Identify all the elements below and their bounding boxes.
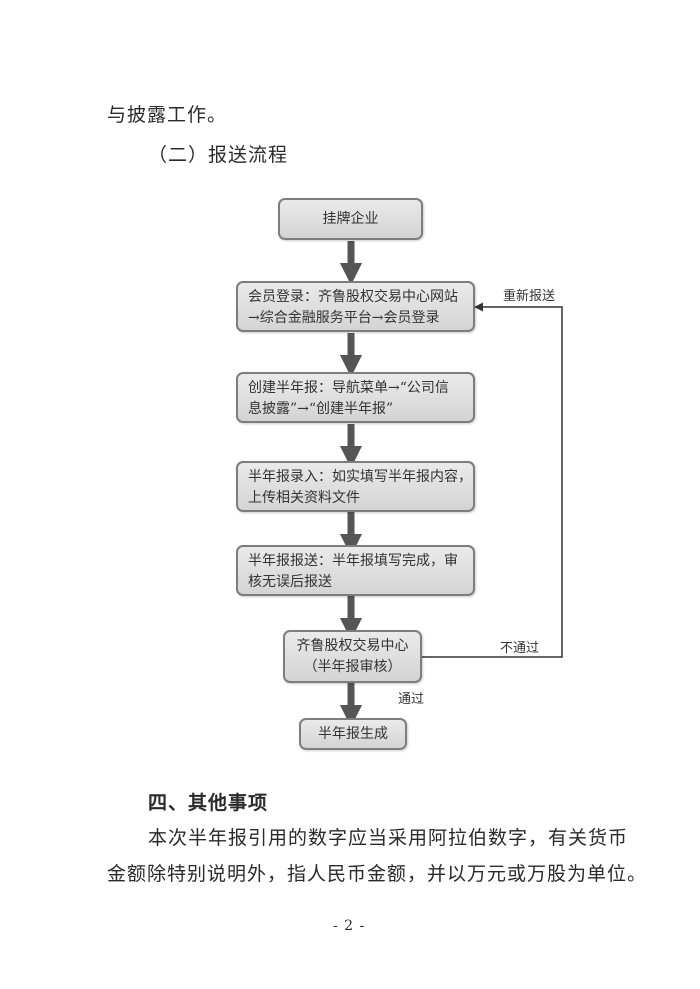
node-report-submit-line-2: 核无误后报送 — [248, 574, 332, 590]
node-report-entry: 半年报录入：如实填写半年报内容， 上传相关资料文件 — [236, 461, 475, 512]
node-center-review-line-2: （半年报审核） — [303, 658, 402, 675]
node-center-review-line-1: 齐鲁股权交易中心 — [296, 637, 409, 654]
paragraph-line-1: 本次半年报引用的数字应当采用阿拉伯数字，有关货币 — [148, 827, 629, 849]
node-report-generated-line-1: 半年报生成 — [318, 725, 388, 742]
node-member-login-line-2: →综合金融服务平台→会员登录 — [248, 310, 440, 326]
label-not-passed: 不通过 — [500, 641, 540, 656]
node-report-entry-line-2: 上传相关资料文件 — [248, 490, 360, 506]
section-heading-other-matters: 四、其他事项 — [148, 792, 269, 814]
node-create-report-line-1: 创建半年报：导航菜单→“公司信 — [248, 380, 449, 396]
node-report-submit-line-1: 半年报报送：半年报填写完成，审 — [248, 553, 458, 569]
node-member-login-line-1: 会员登录：齐鲁股权交易中心网站 — [248, 289, 458, 305]
label-resubmit: 重新报送 — [503, 289, 556, 304]
previous-paragraph-line: 与披露工作。 — [107, 104, 228, 126]
node-center-review: 齐鲁股权交易中心 （半年报审核） — [283, 630, 422, 683]
node-listed-company: 挂牌企业 — [278, 198, 423, 240]
resubmit-feedback-line — [422, 302, 563, 658]
node-report-generated: 半年报生成 — [299, 718, 407, 750]
node-member-login: 会员登录：齐鲁股权交易中心网站 →综合金融服务平台→会员登录 — [236, 281, 475, 332]
node-create-report: 创建半年报：导航菜单→“公司信 息披露”→“创建半年报” — [236, 372, 475, 423]
subheading-submission-process: （二）报送流程 — [148, 144, 289, 166]
node-report-entry-line-1: 半年报录入：如实填写半年报内容， — [248, 469, 472, 485]
node-report-submit: 半年报报送：半年报填写完成，审 核无误后报送 — [236, 545, 475, 596]
node-listed-company-line-1: 挂牌企业 — [322, 210, 379, 227]
node-create-report-line-2: 息披露”→“创建半年报” — [248, 401, 394, 417]
page-number: - 2 - — [333, 918, 366, 934]
paragraph-line-2: 金额除特别说明外，指人民币金额，并以万元或万股为单位。 — [107, 863, 648, 885]
label-passed: 通过 — [398, 692, 425, 707]
